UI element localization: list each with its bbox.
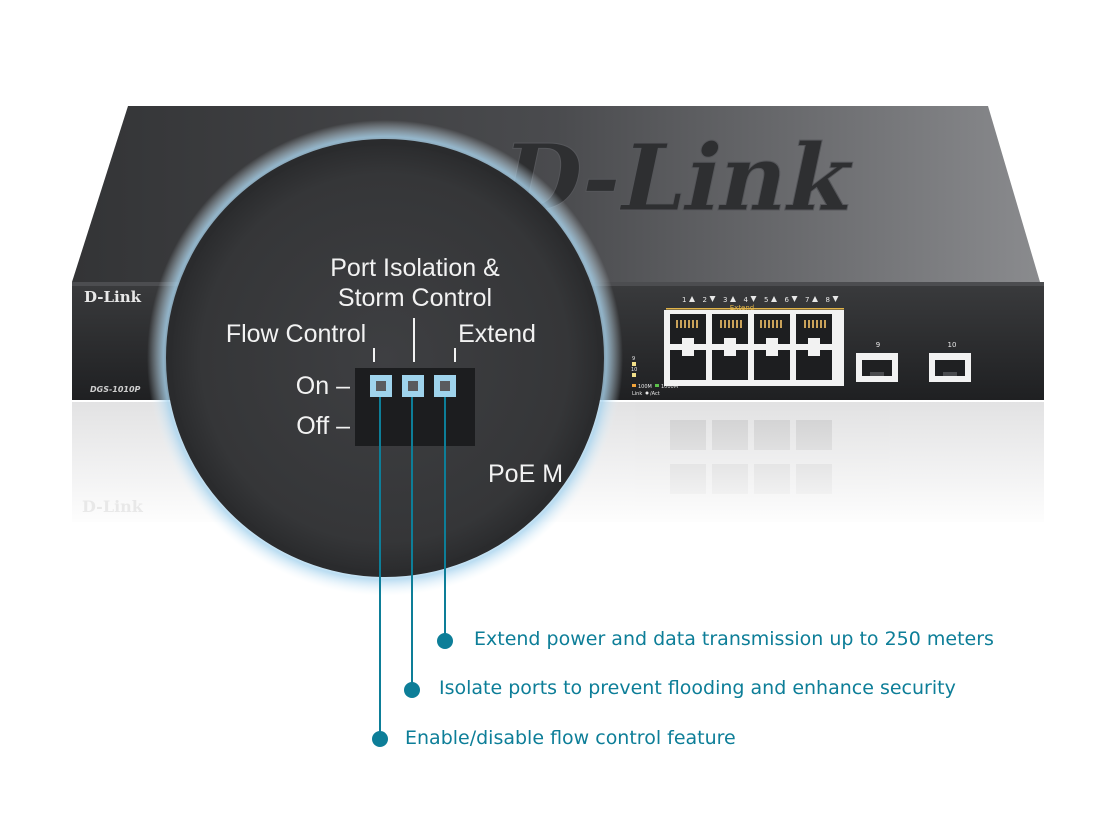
magnifier-flow-control: Flow Control: [226, 320, 366, 348]
sfp-label-10: 10: [948, 341, 957, 349]
rj45-port[interactable]: [670, 350, 706, 380]
port-number-1: 1: [682, 296, 686, 304]
callout-dot-extend: [437, 633, 453, 649]
legend-100m-swatch: [632, 384, 636, 387]
port-number-3: 3: [723, 296, 727, 304]
magnifier-on-label: On –: [296, 372, 350, 400]
rj45-port[interactable]: [796, 350, 832, 380]
callout-flow-control: Enable/disable flow control feature: [405, 727, 736, 749]
rj45-port[interactable]: [754, 314, 790, 344]
sfp-label-9: 9: [876, 341, 880, 349]
legend-100m: 100M: [638, 384, 652, 390]
port-number-5: 5: [764, 296, 768, 304]
callout-extend: Extend power and data transmission up to…: [474, 628, 994, 650]
port-number-6: 6: [785, 296, 790, 304]
triangle-up-icon: [771, 296, 777, 302]
front-brand-logo: D-Link: [84, 288, 142, 306]
port-number-7: 7: [805, 296, 809, 304]
triangle-up-icon: [812, 296, 818, 302]
magnifier-reflected-logo: D-Link: [82, 497, 144, 516]
legend-act: /Act: [650, 391, 660, 397]
port-number-4: 4: [744, 296, 749, 304]
magnifier-lens: [166, 139, 604, 577]
legend-link: Link: [632, 391, 642, 397]
callout-port-isolation: Isolate ports to prevent flooding and en…: [439, 677, 956, 699]
port-number-row: 1 2 3 4 5 6 7 8: [682, 296, 839, 304]
magnifier-title-line2: Storm Control: [338, 284, 492, 312]
led-label-10: 10: [631, 367, 637, 373]
legend-dot: [645, 391, 649, 395]
rj45-port[interactable]: [712, 314, 748, 344]
port-number-2: 2: [703, 296, 707, 304]
triangle-up-icon: [689, 296, 695, 302]
rj45-port[interactable]: [754, 350, 790, 380]
triangle-up-icon: [730, 296, 736, 302]
triangle-down-icon: [791, 296, 798, 302]
triangle-down-icon: [832, 296, 839, 302]
rj45-port[interactable]: [796, 314, 832, 344]
led-label-9: 9: [632, 356, 635, 362]
magnifier-poe-label: PoE M: [488, 460, 563, 488]
magnifier-title-line1: Port Isolation &: [330, 254, 500, 282]
magnifier-off-label: Off –: [296, 412, 350, 440]
triangle-down-icon: [750, 296, 757, 302]
extend-bar: [666, 308, 844, 310]
model-label: DGS-1010P: [90, 385, 141, 394]
rj45-port[interactable]: [670, 314, 706, 344]
led-9: [632, 362, 636, 366]
led-10: [632, 373, 636, 377]
rj45-port[interactable]: [712, 350, 748, 380]
legend-1000m: 1000M: [661, 384, 678, 390]
legend-1000m-swatch: [655, 384, 659, 387]
extend-label: Extend: [730, 304, 755, 312]
callout-dot-port-isolation: [404, 682, 420, 698]
magnifier-extend: Extend: [458, 320, 536, 348]
callout-dot-flow-control: [372, 731, 388, 747]
rj45-ports: [670, 314, 832, 380]
port-number-8: 8: [826, 296, 830, 304]
triangle-down-icon: [709, 296, 716, 302]
